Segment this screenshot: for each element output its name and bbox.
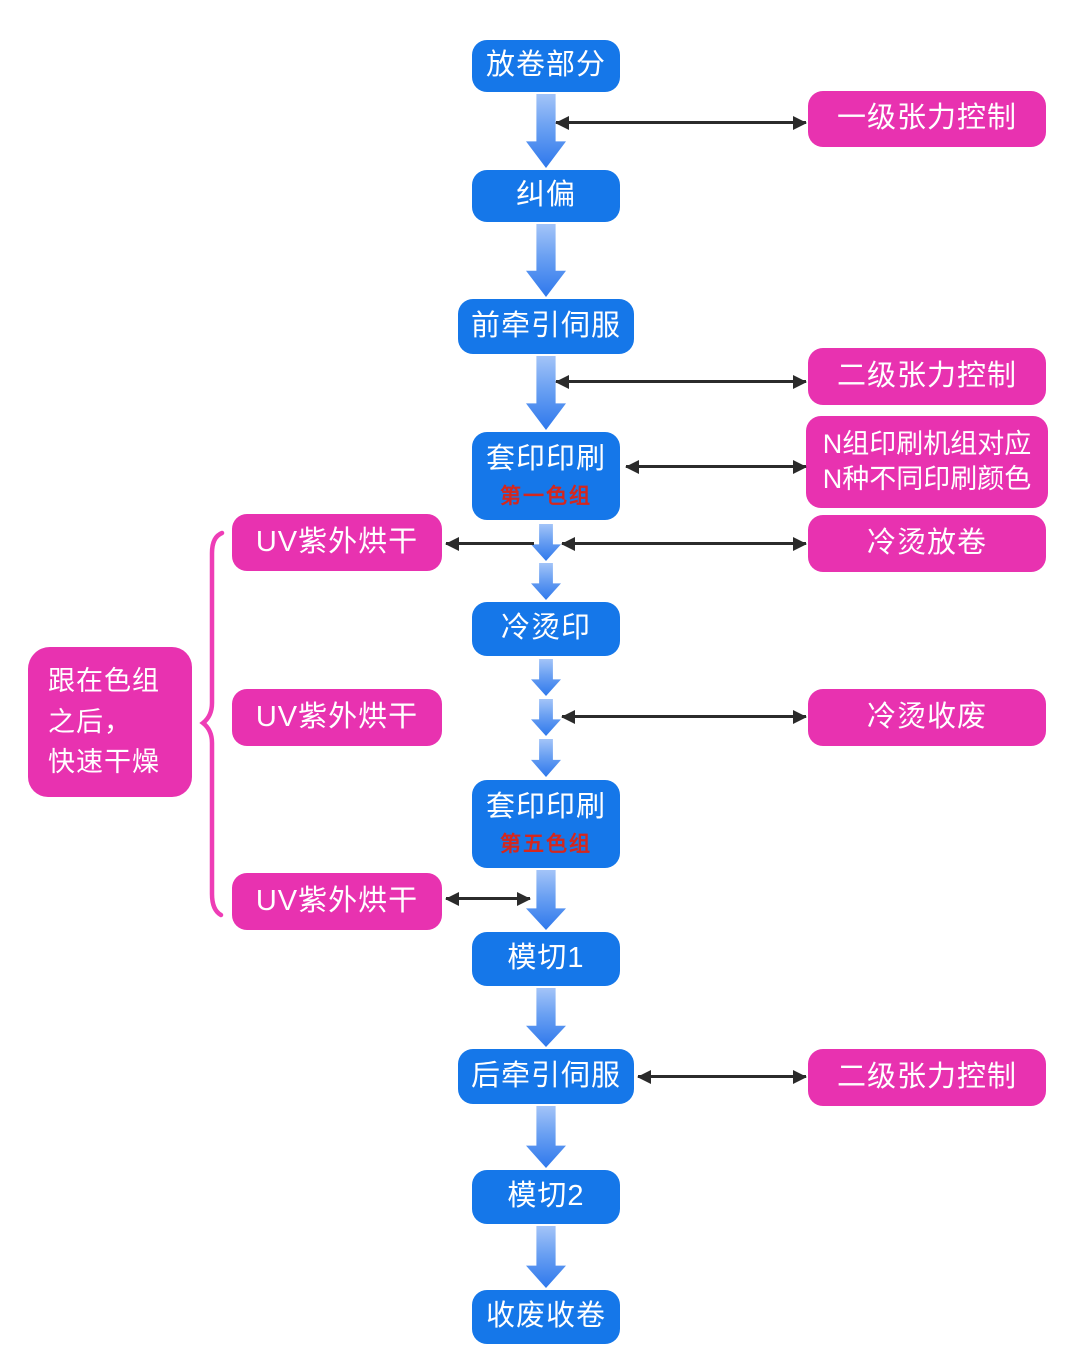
node-n-print-groups: N组印刷机组对应 N种不同印刷颜色 — [806, 416, 1048, 508]
node-label: 放卷部分 — [485, 49, 606, 82]
node-cold-foil-waste-rewind: 冷烫收废 — [808, 689, 1046, 746]
link-arrow-uv3-icon — [445, 892, 531, 906]
flow-arrow-down-icon — [526, 356, 566, 430]
node-label: UV紫外烘干 — [255, 525, 419, 558]
flow-arrow-down-icon — [526, 988, 566, 1047]
link-arrow-tension1-icon — [555, 116, 807, 130]
flow-arrow-down-icon — [531, 699, 561, 736]
note-line: 跟在色组 — [48, 666, 160, 697]
node-label: 一级张力控制 — [836, 102, 1017, 135]
node-label: 前牵引伺服 — [470, 309, 621, 342]
node-uv-dryer-1: UV紫外烘干 — [232, 514, 442, 571]
node-label: UV紫外烘干 — [255, 700, 419, 733]
node-rear-traction-servo: 后牵引伺服 — [458, 1049, 634, 1104]
node-tension-control-level2-b: 二级张力控制 — [808, 1049, 1046, 1106]
node-sublabel: 第一色组 — [500, 485, 592, 509]
node-unwind-section: 放卷部分 — [472, 40, 620, 92]
link-arrow-n-groups-icon — [625, 460, 807, 474]
flow-arrow-down-icon — [531, 563, 561, 600]
node-cold-foil-unwind: 冷烫放卷 — [808, 515, 1046, 572]
flow-arrow-down-icon — [526, 94, 566, 168]
node-die-cut-2: 模切2 — [472, 1170, 620, 1224]
flow-arrow-down-icon — [531, 739, 561, 777]
flow-arrow-down-icon — [526, 1226, 566, 1288]
flow-arrow-down-icon — [531, 524, 561, 561]
flow-arrow-down-icon — [531, 659, 561, 696]
node-uv-dryer-3: UV紫外烘干 — [232, 873, 442, 930]
node-label: 冷烫收废 — [866, 700, 987, 733]
node-note-fast-drying: 跟在色组 之后， 快速干燥 — [28, 647, 192, 797]
flow-arrow-down-icon — [526, 870, 566, 930]
node-label: 套印印刷 — [485, 790, 606, 823]
node-label-line2: N种不同印刷颜色 — [822, 464, 1032, 494]
node-label: 模切1 — [507, 942, 585, 975]
node-web-guiding: 纠偏 — [472, 170, 620, 222]
node-label: UV紫外烘干 — [255, 884, 419, 917]
node-label: 收废收卷 — [485, 1300, 606, 1333]
node-label: 冷烫放卷 — [866, 526, 987, 559]
node-tension-control-level1: 一级张力控制 — [808, 91, 1046, 147]
node-cold-foil-stamp: 冷烫印 — [472, 602, 620, 656]
node-label: 套印印刷 — [485, 442, 606, 475]
node-overprint-group1: 套印印刷 第一色组 — [472, 432, 620, 520]
link-arrow-tension2a-icon — [555, 375, 807, 389]
link-arrow-tension2b-icon — [637, 1070, 807, 1084]
note-line: 之后， — [48, 706, 132, 737]
link-arrow-cold-unwind-icon — [561, 537, 807, 551]
flow-arrow-down-icon — [526, 1106, 566, 1168]
link-arrow-uv1-icon — [445, 537, 534, 551]
node-sublabel: 第五色组 — [500, 833, 592, 857]
node-waste-rewind: 收废收卷 — [472, 1290, 620, 1344]
node-tension-control-level2-a: 二级张力控制 — [808, 348, 1046, 405]
node-die-cut-1: 模切1 — [472, 932, 620, 986]
node-overprint-group5: 套印印刷 第五色组 — [472, 780, 620, 868]
node-label: 纠偏 — [515, 179, 576, 212]
node-uv-dryer-2: UV紫外烘干 — [232, 689, 442, 746]
node-label: 模切2 — [507, 1180, 585, 1213]
node-front-traction-servo: 前牵引伺服 — [458, 299, 634, 354]
curly-brace-icon — [199, 530, 225, 918]
link-arrow-cold-rewind-icon — [561, 710, 807, 724]
node-label: 二级张力控制 — [836, 1060, 1017, 1093]
node-label: 后牵引伺服 — [470, 1059, 621, 1092]
node-label-line1: N组印刷机组对应 — [822, 428, 1032, 459]
node-label: 冷烫印 — [500, 612, 591, 645]
note-line: 快速干燥 — [48, 747, 160, 778]
node-label: 二级张力控制 — [836, 359, 1017, 392]
flow-arrow-down-icon — [526, 224, 566, 297]
